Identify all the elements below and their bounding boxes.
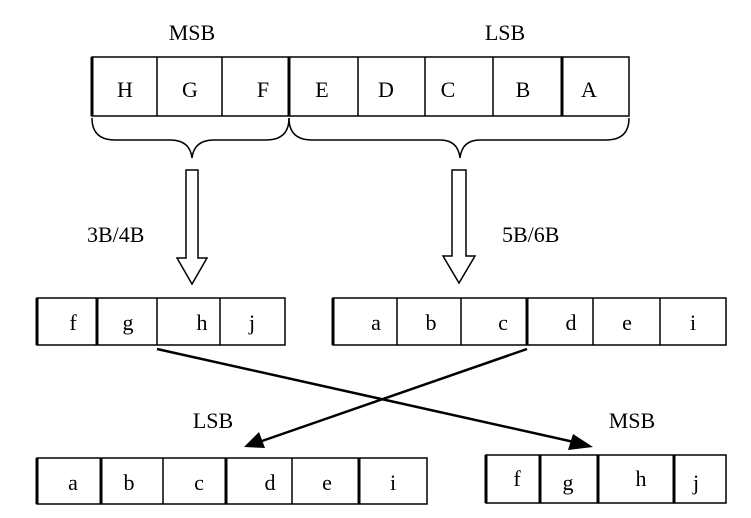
output-msb-bit: h	[636, 466, 647, 491]
input-bit: G	[182, 77, 198, 102]
encoded-4b-bit: j	[248, 310, 255, 335]
input-bit: C	[441, 77, 456, 102]
left-brace	[91, 117, 290, 159]
input-bit: E	[315, 77, 328, 102]
encoded-6b-bit: i	[690, 310, 696, 335]
input-bit: H	[117, 77, 133, 102]
output-msb-register: f g h j	[484, 454, 727, 504]
left-hollow-arrow	[175, 169, 209, 286]
output-lsb-bit: c	[194, 470, 204, 495]
cross-arrow-to-lsb-head	[244, 432, 265, 448]
input-register: H G F E D C B A	[90, 56, 630, 117]
cross-arrow-to-msb-head	[568, 434, 593, 450]
input-bit: D	[378, 77, 394, 102]
output-lsb-bit: a	[68, 470, 78, 495]
encoded-6b-bit: e	[622, 310, 632, 335]
encoded-6b-bit: d	[566, 310, 577, 335]
cross-arrow-to-msb	[156, 347, 575, 444]
top-msb-label: MSB	[169, 20, 215, 45]
encoded-4b-bit: g	[123, 310, 134, 335]
input-register-frame	[91, 56, 630, 117]
input-bit: F	[257, 77, 269, 102]
bottom-lsb-label: LSB	[193, 408, 233, 433]
output-lsb-bit: i	[390, 470, 396, 495]
encoded-6b-bit: c	[498, 310, 508, 335]
top-lsb-label: LSB	[485, 20, 525, 45]
output-lsb-bit: b	[124, 470, 135, 495]
encoded-6b-bit: b	[426, 310, 437, 335]
output-lsb-register: a b c d e i	[35, 457, 428, 505]
output-lsb-bit: e	[322, 470, 332, 495]
input-bit: B	[516, 77, 531, 102]
right-hollow-arrow	[441, 169, 477, 285]
encoded-6b-frame	[332, 297, 727, 346]
encoded-4b-bit: f	[69, 310, 77, 335]
cross-arrow-to-lsb	[261, 347, 528, 443]
encoding-3b4b-label: 3B/4B	[87, 222, 144, 247]
encoding-5b6b-label: 5B/6B	[502, 222, 559, 247]
encoded-4b-bit: h	[197, 310, 208, 335]
output-lsb-frame	[36, 457, 428, 505]
output-lsb-bit: d	[265, 470, 276, 495]
input-bit: A	[581, 77, 597, 102]
encoded-6b-register: a b c d e i	[331, 297, 727, 346]
bottom-msb-label: MSB	[609, 408, 655, 433]
encoded-4b-register: f g h j	[35, 297, 286, 346]
encoded-6b-bit: a	[371, 310, 381, 335]
output-msb-frame	[485, 454, 727, 504]
right-brace	[288, 117, 630, 159]
output-msb-bit: f	[513, 466, 521, 491]
output-msb-bit: g	[563, 470, 574, 495]
output-msb-bit: j	[692, 470, 699, 495]
